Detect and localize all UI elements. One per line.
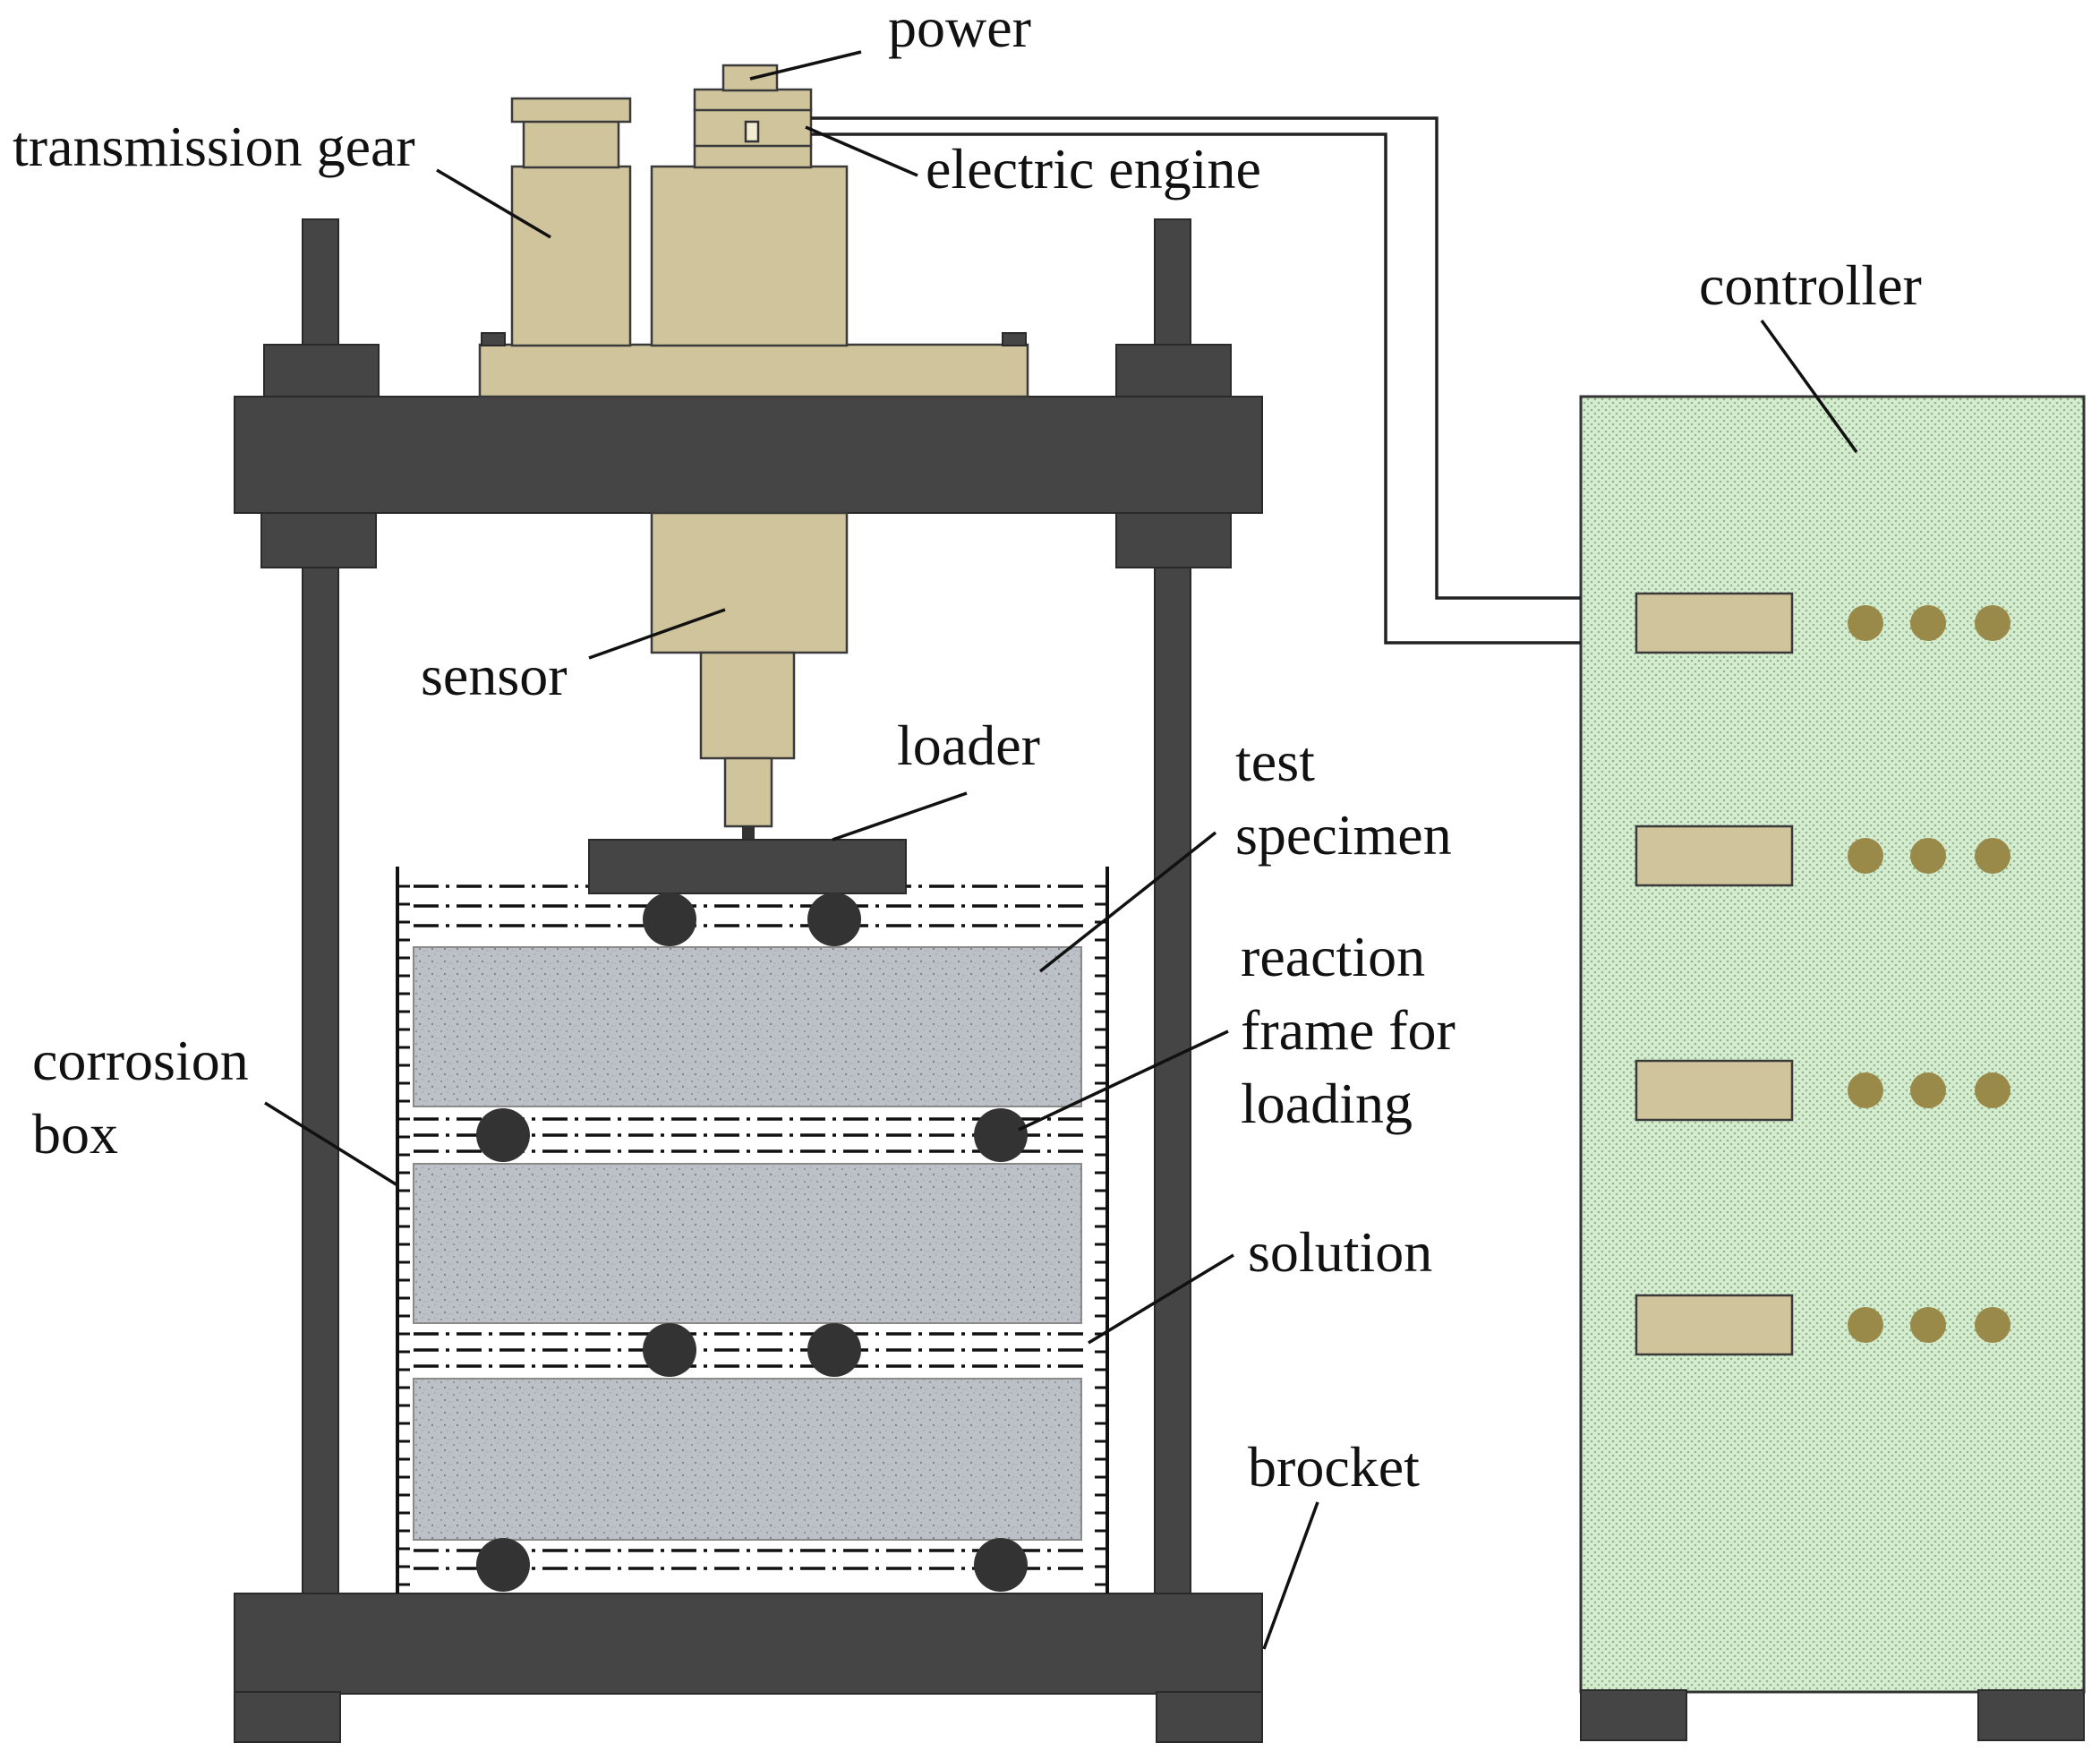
leader-test-specimen xyxy=(1038,831,1217,973)
label-reaction-frame-3: loading xyxy=(1241,1072,1413,1135)
controller-knob xyxy=(1975,605,2010,641)
controller-knob xyxy=(1848,605,1883,641)
label-corrosion-box-1: corrosion xyxy=(32,1029,249,1092)
leader-controller xyxy=(1760,319,1858,454)
left-lower-nut xyxy=(260,511,377,568)
controller-knob xyxy=(1910,838,1946,874)
signal-wire-inner xyxy=(811,132,1581,645)
roller-mid-upper-right xyxy=(974,1108,1028,1162)
specimen-1 xyxy=(413,946,1082,1107)
power-cap-base xyxy=(693,88,813,112)
right-upper-nut xyxy=(1115,344,1232,401)
drive-unit xyxy=(478,64,1029,841)
roller-mid-upper-left xyxy=(476,1108,530,1162)
loading-frame xyxy=(234,218,1263,1743)
shaft-tip xyxy=(742,826,755,841)
wall-tick-marks xyxy=(397,884,1107,1586)
controller-slot-2 xyxy=(1635,824,1794,887)
controller-body xyxy=(1579,395,2086,1694)
roller-top-right xyxy=(807,893,861,946)
engine-body xyxy=(650,165,849,347)
leader-lines xyxy=(264,50,1858,1650)
label-controller: controller xyxy=(1699,253,1922,317)
roller-mid-lower-right xyxy=(807,1323,861,1377)
leader-solution xyxy=(1088,1253,1234,1345)
base-left-foot xyxy=(234,1691,341,1743)
mount-bolt-left xyxy=(481,332,506,346)
controller-knob xyxy=(1975,838,2010,874)
mount-bolt-right xyxy=(1002,332,1027,346)
labels: power transmission gear electric engine … xyxy=(13,0,1922,1499)
sensor-body xyxy=(650,511,849,654)
lower-shaft xyxy=(723,756,773,828)
controller-slot-1 xyxy=(1635,592,1794,654)
leader-transmission-gear xyxy=(436,168,551,239)
label-electric-engine: electric engine xyxy=(926,137,1261,201)
controller-cabinet xyxy=(1579,395,2086,1741)
specimen-3 xyxy=(413,1378,1082,1541)
label-sensor: sensor xyxy=(421,644,568,707)
controller-right-foot xyxy=(1977,1689,2085,1741)
controller-knob xyxy=(1910,605,1946,641)
leader-power xyxy=(749,50,862,81)
leader-sensor xyxy=(588,608,726,660)
engine-window xyxy=(744,120,760,143)
upper-shaft xyxy=(699,651,796,760)
base-plate xyxy=(234,1593,1263,1695)
controller-knob xyxy=(1975,1072,2010,1108)
top-crossbeam xyxy=(234,396,1263,514)
roller-top-left xyxy=(643,893,696,946)
controller-left-foot xyxy=(1580,1689,1687,1741)
leader-reaction-frame xyxy=(1018,1030,1229,1132)
right-lower-nut xyxy=(1115,511,1232,568)
label-loader: loader xyxy=(897,713,1040,777)
leader-corrosion-box xyxy=(264,1101,398,1187)
roller-bottom-left xyxy=(476,1538,530,1592)
label-test-specimen-2: specimen xyxy=(1235,803,1452,867)
gear-neck xyxy=(522,119,620,169)
gear-cap xyxy=(510,97,632,124)
controller-knob xyxy=(1848,1072,1883,1108)
controller-slot-4 xyxy=(1635,1294,1794,1356)
leader-loader xyxy=(832,791,968,842)
label-reaction-frame-1: reaction xyxy=(1241,925,1425,988)
corrosion-box xyxy=(396,839,1109,1593)
controller-knob xyxy=(1975,1307,2010,1343)
roller-mid-lower-left xyxy=(643,1323,696,1377)
specimen-2 xyxy=(413,1163,1082,1324)
engine-top-collar xyxy=(693,143,813,169)
label-reaction-frame-2: frame for xyxy=(1241,998,1455,1062)
controller-knob xyxy=(1848,838,1883,874)
roller-bottom-right xyxy=(974,1538,1028,1592)
loader-plate xyxy=(588,839,907,894)
label-power: power xyxy=(888,0,1031,59)
controller-knob xyxy=(1848,1307,1883,1343)
base-right-foot xyxy=(1156,1691,1263,1743)
mount-plate xyxy=(478,343,1029,398)
leader-brocket xyxy=(1262,1501,1319,1650)
leader-electric-engine xyxy=(805,125,918,177)
label-solution: solution xyxy=(1248,1220,1432,1284)
label-transmission-gear: transmission gear xyxy=(13,115,415,178)
label-test-specimen-1: test xyxy=(1235,730,1315,793)
controller-knob xyxy=(1910,1072,1946,1108)
label-corrosion-box-2: box xyxy=(32,1102,118,1166)
controller-panels xyxy=(1635,592,2010,1356)
controller-knob xyxy=(1910,1307,1946,1343)
controller-slot-3 xyxy=(1635,1059,1794,1122)
signal-wire-outer xyxy=(811,116,1581,600)
left-upper-nut xyxy=(263,344,380,401)
label-brocket: brocket xyxy=(1248,1435,1420,1499)
gear-body xyxy=(510,165,632,347)
